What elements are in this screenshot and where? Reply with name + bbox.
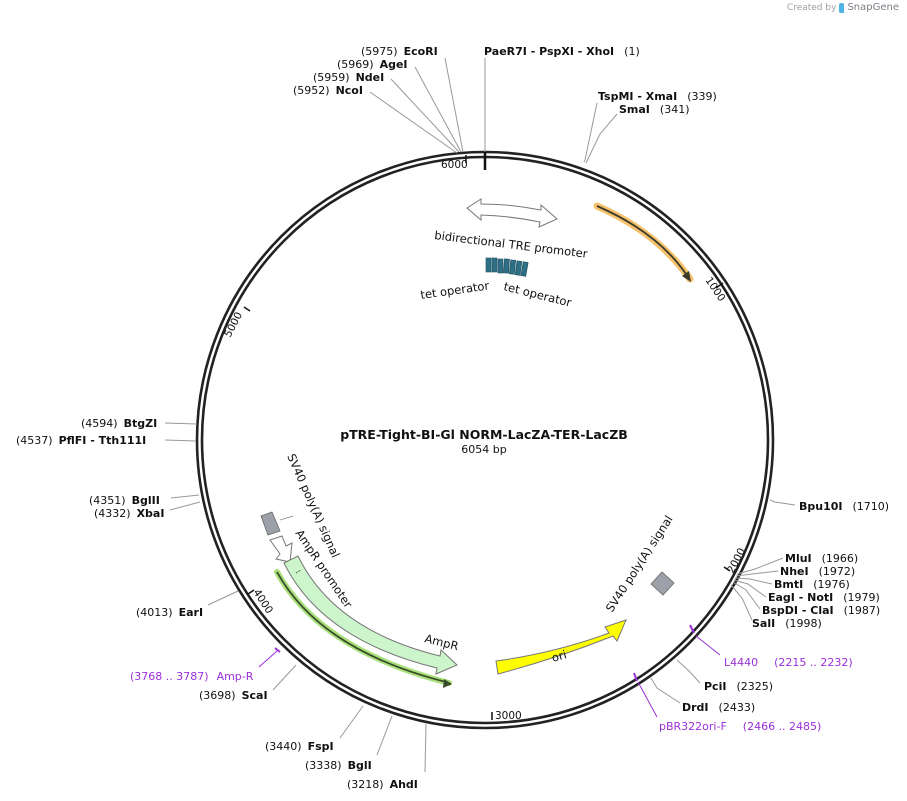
- enzyme-site-agei[interactable]: (5969)AgeI: [337, 58, 462, 153]
- enzyme-site-fspi[interactable]: (3440)FspI: [265, 705, 364, 753]
- enzyme-site-sali[interactable]: SalI(1998): [730, 584, 822, 630]
- enzyme-site-xhoi[interactable]: PaeR7I - PspXI - XhoI(1): [484, 45, 640, 152]
- svg-text:Bpu10I(1710): Bpu10I(1710): [799, 500, 889, 513]
- feature-orf-top-right[interactable]: [593, 202, 694, 283]
- svg-text:PciI(2325): PciI(2325): [704, 680, 773, 693]
- svg-text:2000: 2000: [725, 546, 748, 575]
- svg-text:6000: 6000: [441, 159, 468, 171]
- svg-text:3000: 3000: [495, 710, 522, 722]
- svg-text:PaeR7I - PspXI - XhoI(1): PaeR7I - PspXI - XhoI(1): [484, 45, 640, 58]
- svg-text:bidirectional TRE promoter: bidirectional TRE promoter: [434, 228, 589, 261]
- primer-amp-r[interactable]: (3768 .. 3787)Amp-R: [130, 647, 281, 683]
- feature-ampr[interactable]: AmpR: [283, 555, 460, 675]
- enzyme-site-ahdi[interactable]: (3218)AhdI: [347, 723, 427, 791]
- svg-text:(4351)BglII: (4351)BglII: [89, 494, 160, 507]
- enzyme-site-xbai[interactable]: (4332)XbaI: [94, 501, 201, 520]
- enzyme-site-bgli[interactable]: (3338)BglI: [305, 715, 393, 772]
- svg-text:(4537)PflFI - Tth111I: (4537)PflFI - Tth111I: [16, 434, 146, 447]
- svg-text:(3768 .. 3787)Amp-R: (3768 .. 3787)Amp-R: [130, 670, 254, 683]
- plasmid-name: pTRE-Tight-BI-Gl NORM-LacZA-TER-LacZB: [340, 427, 628, 442]
- svg-text:(3218)AhdI: (3218)AhdI: [347, 778, 418, 791]
- primer-pbr322ori-f[interactable]: pBR322ori-F(2466 .. 2485): [633, 672, 821, 733]
- primer-l4440[interactable]: L4440(2215 .. 2232): [689, 624, 853, 669]
- enzyme-site-smai[interactable]: SmaI(341): [585, 103, 690, 164]
- svg-text:SmaI(341): SmaI(341): [619, 103, 690, 116]
- feature-tet-operator-label-right: tet operator: [502, 279, 573, 309]
- feature-tet-operator-blocks[interactable]: [485, 257, 529, 277]
- svg-text:L4440(2215 .. 2232): L4440(2215 .. 2232): [724, 656, 853, 669]
- feature-sv40-polya-right[interactable]: SV40 poly(A) signal: [603, 513, 676, 615]
- svg-text:SV40 poly(A) signal: SV40 poly(A) signal: [603, 513, 676, 615]
- enzyme-site-ndei[interactable]: (5959)NdeI: [313, 71, 460, 153]
- enzyme-site-scai[interactable]: (3698)ScaI: [199, 664, 297, 702]
- svg-text:(3338)BglI: (3338)BglI: [305, 759, 372, 772]
- enzyme-site-pcii[interactable]: PciI(2325): [676, 659, 773, 693]
- enzyme-site-drdi[interactable]: DrdI(2433): [650, 677, 755, 714]
- plasmid-length: 6054 bp: [461, 443, 506, 456]
- svg-text:(4013)EarI: (4013)EarI: [136, 606, 203, 619]
- svg-text:(5952)NcoI: (5952)NcoI: [293, 84, 363, 97]
- credit-prefix: Created by: [786, 2, 837, 13]
- svg-text:(5959)NdeI: (5959)NdeI: [313, 71, 384, 84]
- enzyme-site-bmti[interactable]: BmtI(1976): [734, 577, 850, 591]
- feature-tet-operator-label-left: tet operator: [419, 278, 490, 302]
- svg-text:TspMI - XmaI(339): TspMI - XmaI(339): [598, 90, 717, 103]
- feature-bidirectional-tre-promoter[interactable]: bidirectional TRE promoter: [434, 198, 589, 261]
- svg-text:SalI(1998): SalI(1998): [752, 617, 822, 630]
- snapgene-logo-icon: [839, 2, 845, 13]
- enzyme-site-nhei[interactable]: NheI(1972): [735, 565, 855, 578]
- svg-text:DrdI(2433): DrdI(2433): [682, 701, 755, 714]
- enzyme-site-ecori[interactable]: (5975)EcoRI: [361, 45, 464, 153]
- enzyme-site-xmai[interactable]: TspMI - XmaI(339): [583, 90, 717, 163]
- svg-text:NheI(1972): NheI(1972): [780, 565, 855, 578]
- enzyme-site-clai[interactable]: BspDI - ClaI(1987): [732, 581, 880, 617]
- svg-text:(4332)XbaI: (4332)XbaI: [94, 507, 164, 520]
- tick-2000: 2000: [723, 546, 748, 575]
- svg-text:ori: ori: [550, 647, 568, 665]
- enzyme-site-bpu10i[interactable]: Bpu10I(1710): [769, 499, 889, 513]
- svg-text:(5969)AgeI: (5969)AgeI: [337, 58, 408, 71]
- enzyme-site-noti[interactable]: EagI - NotI(1979): [733, 579, 880, 604]
- feature-ori[interactable]: ori: [495, 619, 627, 675]
- tick-3000: 3000: [491, 710, 522, 722]
- enzyme-site-eari[interactable]: (4013)EarI: [136, 590, 239, 619]
- svg-text:EagI - NotI(1979): EagI - NotI(1979): [768, 591, 880, 604]
- enzyme-site-mlui[interactable]: MluI(1966): [736, 552, 858, 575]
- svg-text:BmtI(1976): BmtI(1976): [774, 578, 850, 591]
- svg-text:(4594)BtgZI: (4594)BtgZI: [81, 417, 157, 430]
- feature-ampr-orf-line[interactable]: [274, 569, 452, 688]
- svg-text:(3440)FspI: (3440)FspI: [265, 740, 334, 753]
- enzyme-site-ncoi[interactable]: (5952)NcoI: [293, 84, 458, 154]
- svg-text:(5975)EcoRI: (5975)EcoRI: [361, 45, 438, 58]
- svg-text:pBR322ori-F(2466 .. 2485): pBR322ori-F(2466 .. 2485): [659, 720, 821, 733]
- credit-brand: SnapGene: [847, 2, 899, 13]
- enzyme-site-tth111i[interactable]: (4537)PflFI - Tth111I: [16, 434, 197, 447]
- svg-text:MluI(1966): MluI(1966): [785, 552, 858, 565]
- enzyme-site-btgzi[interactable]: (4594)BtgZI: [81, 417, 198, 430]
- svg-text:BspDI - ClaI(1987): BspDI - ClaI(1987): [762, 604, 880, 617]
- tick-6000: 6000: [441, 155, 468, 171]
- svg-text:(3698)ScaI: (3698)ScaI: [199, 689, 268, 702]
- enzyme-site-bglii[interactable]: (4351)BglII: [89, 494, 200, 507]
- snapgene-credit: Created by SnapGene: [787, 2, 899, 13]
